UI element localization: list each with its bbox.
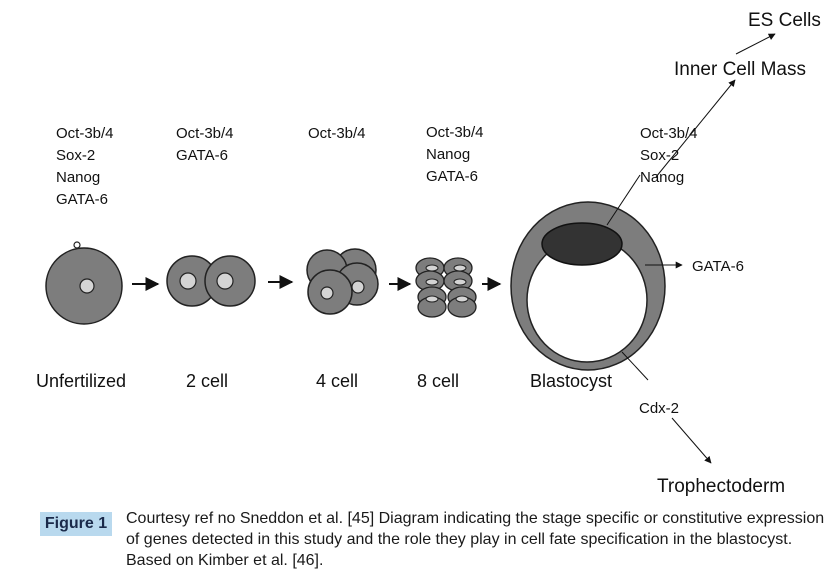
unfertilized-egg <box>45 241 123 325</box>
genes-four-cell: Oct-3b/4 <box>308 125 366 142</box>
gene-label: Oct-3b/4 <box>56 125 114 142</box>
pointer-line <box>606 174 641 226</box>
genes-blastocyst: Oct-3b/4 Sox-2 Nanog <box>640 125 698 186</box>
gene-label: GATA-6 <box>426 168 478 185</box>
genes-eight-cell: Oct-3b/4 Nanog GATA-6 <box>426 124 484 185</box>
gene-label: Oct-3b/4 <box>308 125 366 142</box>
stage-label: 8 cell <box>417 371 459 391</box>
gene-label: Oct-3b/4 <box>640 125 698 142</box>
trophectoderm-arrow <box>671 417 712 464</box>
gene-label: GATA-6 <box>176 147 228 164</box>
genes-unfertilized: Oct-3b/4 Sox-2 Nanog GATA-6 <box>56 125 114 208</box>
stage-label: 2 cell <box>186 371 228 391</box>
inner-cell-mass <box>541 222 623 266</box>
es-cells-arrow <box>735 33 776 55</box>
gene-label: Nanog <box>426 146 470 163</box>
trophectoderm-label: Trophectoderm <box>657 476 785 497</box>
gata6-fate-label: GATA-6 <box>692 258 744 275</box>
gene-label: Sox-2 <box>56 147 95 164</box>
polar-body <box>73 241 81 249</box>
genes-two-cell: Oct-3b/4 GATA-6 <box>176 125 234 164</box>
inner-cell-mass-label: Inner Cell Mass <box>674 59 806 80</box>
gene-label: Oct-3b/4 <box>426 124 484 141</box>
es-cells-label: ES Cells <box>748 10 821 31</box>
gene-label: Oct-3b/4 <box>176 125 234 142</box>
eight-cell-embryo <box>415 257 477 318</box>
gene-label: Nanog <box>640 169 684 186</box>
two-cell-embryo <box>166 255 256 307</box>
caption-text: Courtesy ref no Sneddon et al. [45] Diag… <box>126 510 825 569</box>
figure-tag: Figure 1 <box>40 512 112 536</box>
cdx2-label: Cdx-2 <box>639 400 679 417</box>
egg-nucleus <box>79 278 95 294</box>
blastocyst <box>510 201 666 371</box>
icm-arrow <box>655 79 736 178</box>
gene-label: GATA-6 <box>56 191 108 208</box>
stage-label: Unfertilized <box>36 371 126 391</box>
stage-label: Blastocyst <box>530 371 612 391</box>
four-cell-embryo <box>306 248 379 315</box>
pointer-line <box>621 351 649 381</box>
gene-label: Nanog <box>56 169 100 186</box>
cell-fate-diagram: Oct-3b/4 Sox-2 Nanog GATA-6 Oct-3b/4 GAT… <box>36 10 821 497</box>
gene-label: Sox-2 <box>640 147 679 164</box>
stage-label: 4 cell <box>316 371 358 391</box>
